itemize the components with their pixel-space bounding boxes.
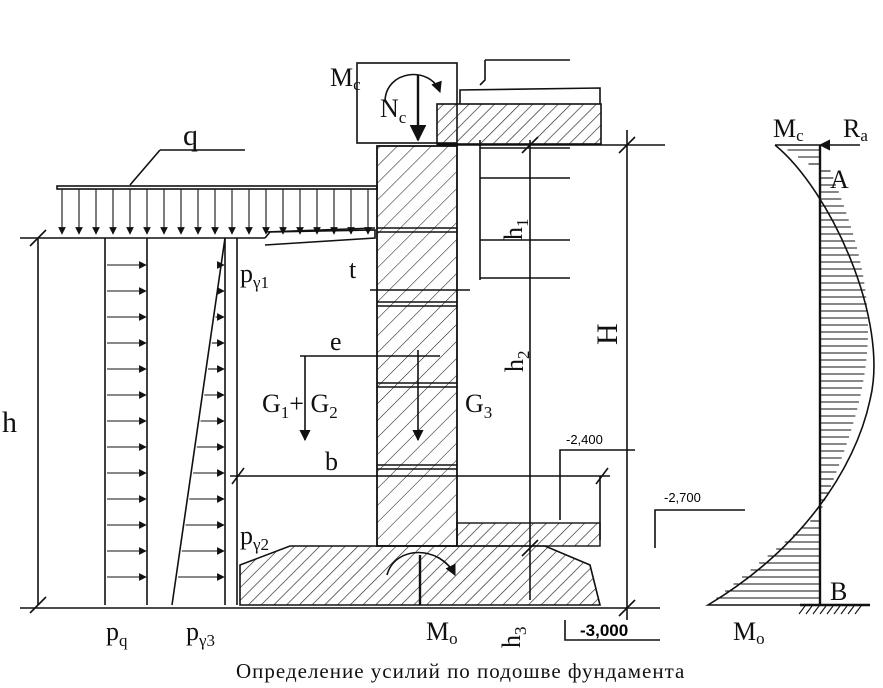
label-Mo-right: Mo bbox=[733, 617, 765, 648]
label-H: H bbox=[591, 323, 624, 345]
pressure-diagram-py3 bbox=[171, 237, 238, 606]
label-Mc-top: Mc bbox=[330, 63, 361, 94]
label-G3: G3 bbox=[465, 389, 492, 422]
label-pq: pq bbox=[106, 617, 128, 650]
label-py3: pγ3 bbox=[186, 617, 215, 650]
label-t: t bbox=[349, 255, 357, 284]
label-h3: h3 bbox=[497, 627, 530, 649]
ground-hatch-line bbox=[812, 605, 820, 615]
label-Mo-bottom: Mo bbox=[426, 617, 458, 648]
label-A: A bbox=[830, 165, 849, 194]
elevation-markers bbox=[559, 449, 745, 641]
label-B: B bbox=[830, 577, 847, 606]
basement-wall bbox=[376, 145, 458, 547]
dimension-h bbox=[29, 229, 47, 614]
label-h2: h2 bbox=[500, 351, 533, 373]
dimension-e bbox=[299, 350, 440, 442]
ground-hatch-line bbox=[826, 605, 834, 615]
dimension-b bbox=[230, 467, 610, 540]
dimension-h1 bbox=[479, 140, 570, 280]
label-h1: h1 bbox=[499, 219, 532, 241]
floor-slab bbox=[436, 87, 602, 145]
label-py2: pγ2 bbox=[240, 521, 269, 554]
labels: q h Mc Nc pγ1 t e G1+ G2 G3 b pγ2 pq pγ3 bbox=[2, 63, 868, 683]
figure-caption: Определение усилий по подошве фундамента bbox=[236, 659, 685, 683]
top-right-bracket bbox=[479, 59, 570, 86]
elevation-3000: -3,000 bbox=[580, 621, 628, 640]
top-load-box bbox=[356, 62, 458, 144]
label-Ra: Ra bbox=[843, 114, 868, 145]
dimension-H bbox=[618, 130, 636, 620]
label-e: e bbox=[330, 327, 342, 356]
elevation-2700: -2,700 bbox=[664, 490, 701, 505]
elevation-2400: -2,400 bbox=[566, 432, 603, 447]
label-Mc-right: Mc bbox=[773, 114, 804, 145]
moment-diagram bbox=[705, 139, 875, 615]
surcharge-load-q bbox=[56, 149, 378, 235]
footing bbox=[239, 522, 602, 606]
ground-hatch-line bbox=[840, 605, 848, 615]
ground-hatch-line bbox=[833, 605, 841, 615]
label-py1: pγ1 bbox=[240, 259, 269, 292]
label-h: h bbox=[2, 406, 17, 439]
ground-hatch-line bbox=[798, 605, 806, 615]
label-b: b bbox=[325, 447, 338, 476]
ground-hatch-line bbox=[847, 605, 855, 615]
label-Nc: Nc bbox=[380, 94, 407, 127]
ground-hatch-line bbox=[819, 605, 827, 615]
floor-slab-edge bbox=[264, 229, 376, 246]
pressure-diagram-pq bbox=[104, 238, 148, 605]
ground-hatch-line bbox=[805, 605, 813, 615]
label-G1-G2: G1+ G2 bbox=[262, 389, 338, 422]
dimension-h2 bbox=[521, 136, 539, 600]
ground-hatch-line bbox=[854, 605, 862, 615]
label-q: q bbox=[183, 119, 198, 152]
